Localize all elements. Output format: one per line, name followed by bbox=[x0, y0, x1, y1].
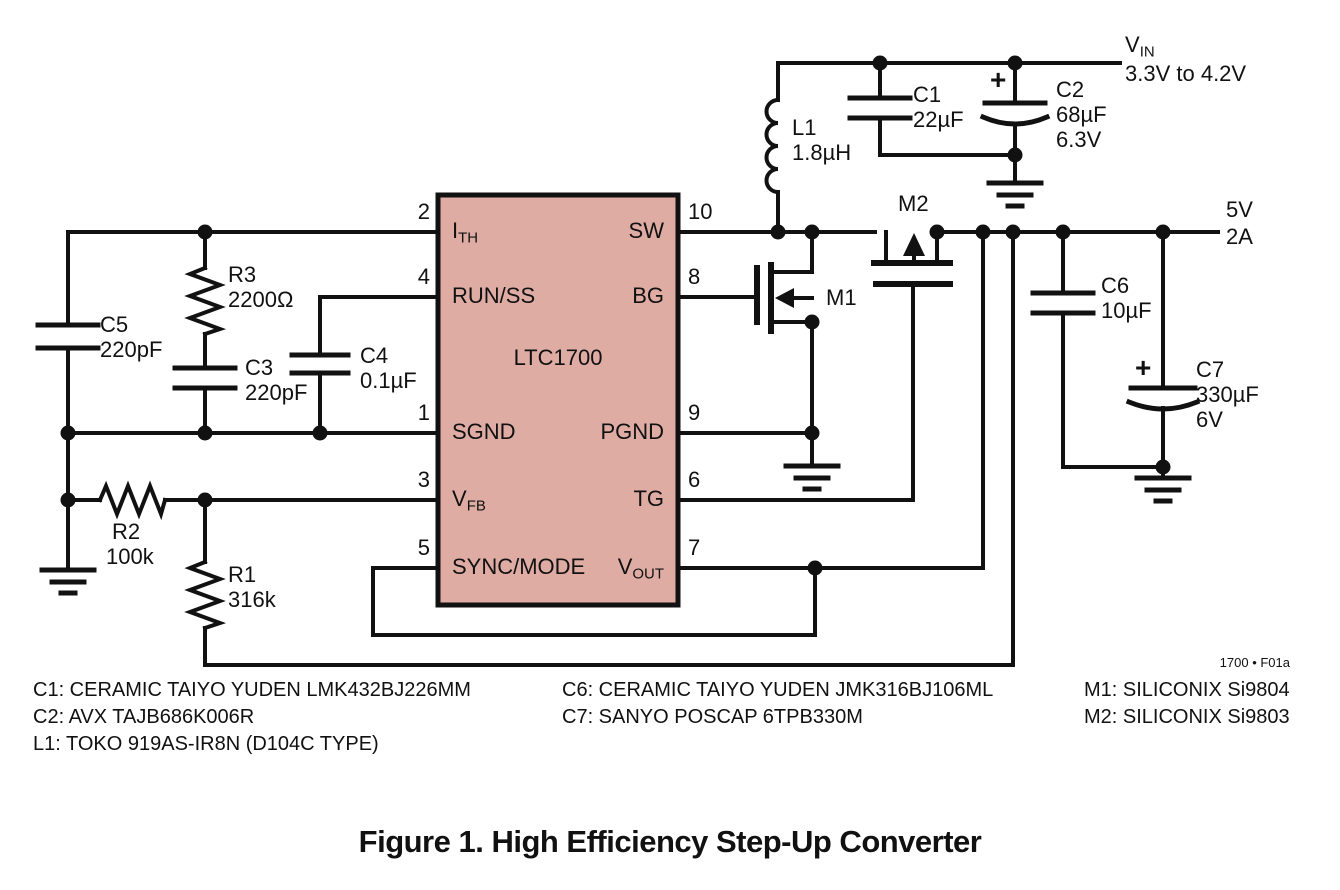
pin-number-10: 10 bbox=[688, 199, 713, 224]
mosfet-m1 bbox=[754, 230, 814, 468]
ic-pin-vout: VOUT bbox=[617, 554, 664, 583]
vin-label: VIN bbox=[1125, 32, 1155, 61]
note-c1: C1: CERAMIC TAIYO YUDEN LMK432BJ226MM bbox=[33, 679, 471, 701]
r2-ref: R2 bbox=[112, 519, 141, 544]
pin-number-8: 8 bbox=[688, 264, 701, 289]
figure-caption: Figure 1. High Efficiency Step-Up Conver… bbox=[358, 824, 982, 859]
capacitor-c7 bbox=[1125, 230, 1201, 480]
note-c6: C6: CERAMIC TAIYO YUDEN JMK316BJ106ML bbox=[562, 679, 994, 701]
pin-number-9: 9 bbox=[688, 400, 701, 425]
c4-ref: C4 bbox=[360, 343, 389, 368]
pin-number-5: 5 bbox=[417, 535, 430, 560]
m1-ref: M1 bbox=[826, 285, 857, 310]
c2-val: 68µF bbox=[1056, 102, 1107, 127]
r1-ref: R1 bbox=[228, 562, 257, 587]
note-c2: C2: AVX TAJB686K006R bbox=[33, 706, 255, 728]
r1-val: 316k bbox=[228, 587, 276, 612]
ic-pin-sw: SW bbox=[628, 218, 664, 243]
c5-val: 220pF bbox=[100, 337, 163, 362]
ic-pin-pgnd: PGND bbox=[600, 419, 664, 444]
r2-val: 100k bbox=[106, 544, 154, 569]
l1-ref: L1 bbox=[792, 115, 817, 140]
ic-pin-ith: ITH bbox=[452, 218, 479, 247]
wires bbox=[66, 61, 1220, 667]
c1-ref: C1 bbox=[913, 82, 942, 107]
m1-arrow-icon bbox=[775, 288, 794, 308]
c4-val: 0.1µF bbox=[360, 368, 417, 393]
c1-val: 22µF bbox=[913, 107, 964, 132]
ic-pin-syncmode: SYNC/MODE bbox=[452, 554, 586, 579]
r3-ref: R3 bbox=[228, 262, 257, 287]
pin-number-2: 2 bbox=[417, 199, 430, 224]
c6-ref: C6 bbox=[1101, 273, 1130, 298]
capacitor-c3 bbox=[172, 365, 238, 391]
capacitor-c5 bbox=[35, 322, 101, 351]
pin-number-1: 1 bbox=[417, 400, 430, 425]
c2-plus-icon: + bbox=[990, 64, 1007, 95]
ic-pin-vfb: VFB bbox=[452, 486, 486, 515]
vin-range: 3.3V to 4.2V bbox=[1125, 61, 1247, 86]
c7-val2: 6V bbox=[1196, 407, 1223, 432]
arrows-and-junctions bbox=[60, 55, 1171, 576]
ic-pin-runss: RUN/SS bbox=[452, 283, 536, 308]
c5-ref: C5 bbox=[100, 312, 129, 337]
r3-val: 2200Ω bbox=[228, 287, 294, 312]
m2-arrow-icon bbox=[903, 233, 925, 256]
output-current: 2A bbox=[1226, 224, 1253, 249]
mosfet-m2 bbox=[871, 230, 953, 502]
pin-number-6: 6 bbox=[688, 467, 701, 492]
capacitor-c4 bbox=[289, 352, 351, 376]
c3-ref: C3 bbox=[245, 355, 274, 380]
inductor-l1 bbox=[764, 61, 781, 234]
output-voltage: 5V bbox=[1226, 197, 1253, 222]
pin-number-3: 3 bbox=[417, 467, 430, 492]
l1-val: 1.8µH bbox=[792, 140, 852, 165]
ic-body-rect bbox=[435, 192, 681, 608]
resistor-r1 bbox=[184, 559, 227, 631]
resistor-r3 bbox=[184, 265, 227, 337]
figure-id: 1700 • F01a bbox=[1219, 655, 1290, 670]
note-l1: L1: TOKO 919AS-IR8N (D104C TYPE) bbox=[33, 733, 379, 755]
ic-part-number: LTC1700 bbox=[513, 345, 603, 370]
c7-plus-icon: + bbox=[1135, 352, 1152, 383]
pin-number-4: 4 bbox=[417, 264, 430, 289]
note-m2: M2: SILICONIX Si9803 bbox=[1084, 706, 1290, 728]
ground-symbols bbox=[39, 180, 1192, 596]
ic-pin-tg: TG bbox=[633, 486, 664, 511]
c3-val: 220pF bbox=[245, 380, 308, 405]
c7-ref: C7 bbox=[1196, 357, 1225, 382]
ic-pin-sgnd: SGND bbox=[452, 419, 516, 444]
m2-ref: M2 bbox=[898, 191, 929, 216]
c7-val: 330µF bbox=[1196, 382, 1259, 407]
capacitor-c6 bbox=[1030, 230, 1165, 469]
pin-number-7: 7 bbox=[688, 535, 701, 560]
note-m1: M1: SILICONIX Si9804 bbox=[1084, 679, 1290, 701]
c2-ref: C2 bbox=[1056, 77, 1085, 102]
note-c7: C7: SANYO POSCAP 6TPB330M bbox=[562, 706, 863, 728]
resistor-r2 bbox=[97, 480, 168, 521]
ic-pin-bg: BG bbox=[632, 283, 664, 308]
c2-val2: 6.3V bbox=[1056, 127, 1102, 152]
c6-val: 10µF bbox=[1101, 298, 1152, 323]
